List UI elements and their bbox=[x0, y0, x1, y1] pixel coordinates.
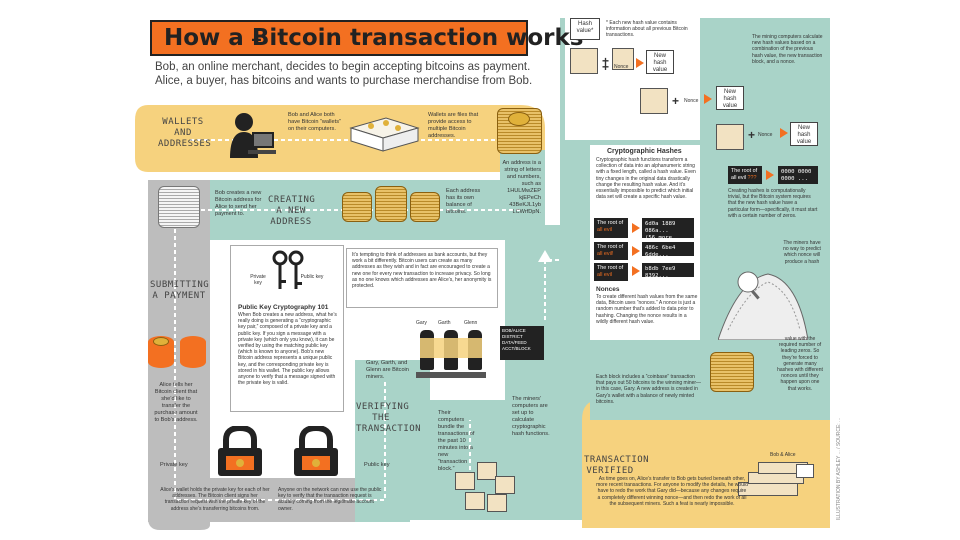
padlock-private-icon bbox=[212, 424, 268, 478]
chain-block-3 bbox=[640, 88, 668, 114]
computers-text: Their computers bundle the transactions … bbox=[438, 410, 475, 472]
wallets-text-4: Each address has its own balance of bitc… bbox=[446, 188, 481, 215]
wallet-files-icon bbox=[346, 113, 422, 153]
new-hash-box-3: New hash value bbox=[790, 122, 818, 146]
chain-block-4 bbox=[716, 124, 744, 150]
pkc-text: When Bob creates a new address, what he’… bbox=[238, 312, 337, 387]
new-hash-box-1: New hash value bbox=[646, 50, 674, 74]
hash-row-1-arrow bbox=[632, 223, 640, 233]
miner-name-gary: Gary bbox=[416, 320, 427, 326]
new-address-cylinder bbox=[158, 186, 200, 228]
nonce-label-3: Nonce bbox=[758, 132, 773, 138]
chain-block-2 bbox=[612, 48, 634, 70]
keys-public-label: Public key bbox=[364, 462, 390, 468]
plus-icon-4: + bbox=[748, 128, 756, 142]
wallets-text-1: Bob and Alice both have Bitcoin “wallets… bbox=[288, 112, 341, 132]
bob-alice-label: Bob & Alice bbox=[770, 452, 796, 458]
verifying-heading: VERIFYING THE TRANSACTION bbox=[356, 402, 422, 434]
miner-name-glenn: Glenn bbox=[464, 320, 478, 326]
keys-alice-text: Alice’s wallet holds the private key for… bbox=[160, 487, 270, 512]
page-title: How a Ƀitcoin transaction works bbox=[150, 20, 583, 56]
miners-text: Gary, Garth, and Glenn are Bitcoin miner… bbox=[366, 360, 409, 380]
hash-pile-icon bbox=[717, 270, 809, 341]
miner-name-garth: Garth bbox=[438, 320, 451, 326]
crypto-hashes-title: Cryptographic Hashes bbox=[607, 148, 682, 155]
key-pair-icon bbox=[268, 250, 308, 292]
nonce-label-2: Nonce bbox=[684, 98, 699, 104]
pkc-panel bbox=[230, 245, 344, 412]
coin-stacks-row bbox=[342, 186, 440, 226]
nonces-title: Nonces bbox=[596, 286, 620, 293]
wallets-text-3: An address is a string of letters and nu… bbox=[502, 160, 541, 215]
coin-stack-wallets bbox=[497, 108, 542, 154]
coinbase-coin-stack bbox=[710, 352, 754, 392]
nonce-label-1: Nonce bbox=[614, 64, 629, 70]
tempting-text: It’s tempting to think of addresses as b… bbox=[352, 252, 492, 290]
plus-icon-2: + bbox=[602, 60, 610, 74]
intro-text: Bob, an online merchant, decides to begi… bbox=[155, 61, 533, 87]
verified-heading: TRANSACTION VERIFIED bbox=[584, 455, 650, 476]
pkc-title: Public Key Cryptography 101 bbox=[238, 304, 329, 311]
transfer-cylinders-icon bbox=[148, 336, 208, 370]
credit-text: ILLUSTRATION BY ASHLEY ... / SOURCE: ... bbox=[836, 417, 842, 520]
tempting-panel bbox=[346, 248, 498, 308]
predict-text-1: The miners have no way to predict which … bbox=[783, 240, 821, 265]
hash-row-3-output: b8db 7ee9 8392... bbox=[642, 263, 694, 279]
computational-text: Creating hashes is computationally trivi… bbox=[728, 188, 818, 219]
verified-text: As time goes on, Alice’s transfer to Bob… bbox=[596, 476, 748, 507]
block-cubes-icon bbox=[455, 462, 515, 512]
hash-value-box: Hash value* bbox=[570, 18, 600, 40]
hash-row-1-output: 6d0a 1889 086a...(56 more characters) bbox=[642, 218, 694, 248]
computer-user-icon bbox=[222, 110, 277, 160]
creating-heading: CREATING A NEW ADDRESS bbox=[268, 195, 316, 227]
hash-row-3-arrow bbox=[632, 266, 640, 276]
predict-text-2: value with the required number of leadin… bbox=[777, 336, 823, 392]
miners-calc-text: The mining computers calculate new hash … bbox=[752, 34, 823, 65]
wallets-text-2: Wallets are files that provide access to… bbox=[428, 112, 479, 139]
bitcoin-coin-icon bbox=[508, 112, 530, 126]
zeros-output-box: 0000 0000 0000 ... bbox=[778, 166, 818, 184]
pkc-private-label: Private key bbox=[250, 274, 266, 287]
hash-note: * Each new hash value contains informati… bbox=[606, 20, 688, 39]
zeros-arrow bbox=[766, 170, 774, 180]
chain-arrow-2 bbox=[704, 94, 712, 104]
pkc-public-label: Public key bbox=[300, 274, 324, 280]
coinbase-text: Each block includes a “coinbase” transac… bbox=[596, 374, 702, 405]
miners-group bbox=[416, 316, 496, 386]
padlock-public-icon bbox=[288, 424, 344, 478]
wallets-heading: WALLETS AND ADDRESSES bbox=[158, 117, 212, 149]
miner-screen: BOB/ALICE DISTRICT DATA/FEED ACCT/BLOCK bbox=[500, 326, 544, 360]
hash-setup-text: The miners’ computers are set up to calc… bbox=[512, 396, 550, 437]
chain-arrow-1 bbox=[636, 58, 644, 68]
submitting-heading: SUBMITTING A PAYMENT bbox=[150, 280, 210, 301]
hash-row-2-output: 486c 6be4 6dde... bbox=[642, 242, 694, 258]
chain-arrow-3 bbox=[780, 128, 788, 138]
hash-row-2-arrow bbox=[632, 246, 640, 256]
nonces-text: To create different hash values from the… bbox=[596, 294, 698, 325]
keys-private-label: Private key bbox=[160, 462, 188, 468]
new-hash-box-2: New hash value bbox=[716, 86, 744, 110]
crypto-hashes-text: Cryptographic hash functions transform a… bbox=[596, 157, 696, 201]
plus-icon-3: + bbox=[672, 94, 680, 108]
submitting-text: Alice tells her Bitcoin client that she’… bbox=[154, 382, 198, 423]
keys-anyone-text: Anyone on the network can now use the pu… bbox=[278, 487, 382, 512]
plus-icon-1: + bbox=[602, 54, 610, 68]
chain-block-1 bbox=[570, 48, 598, 74]
creating-text: Bob creates a new Bitcoin address for Al… bbox=[215, 190, 262, 217]
block-stack-icon bbox=[738, 458, 818, 498]
